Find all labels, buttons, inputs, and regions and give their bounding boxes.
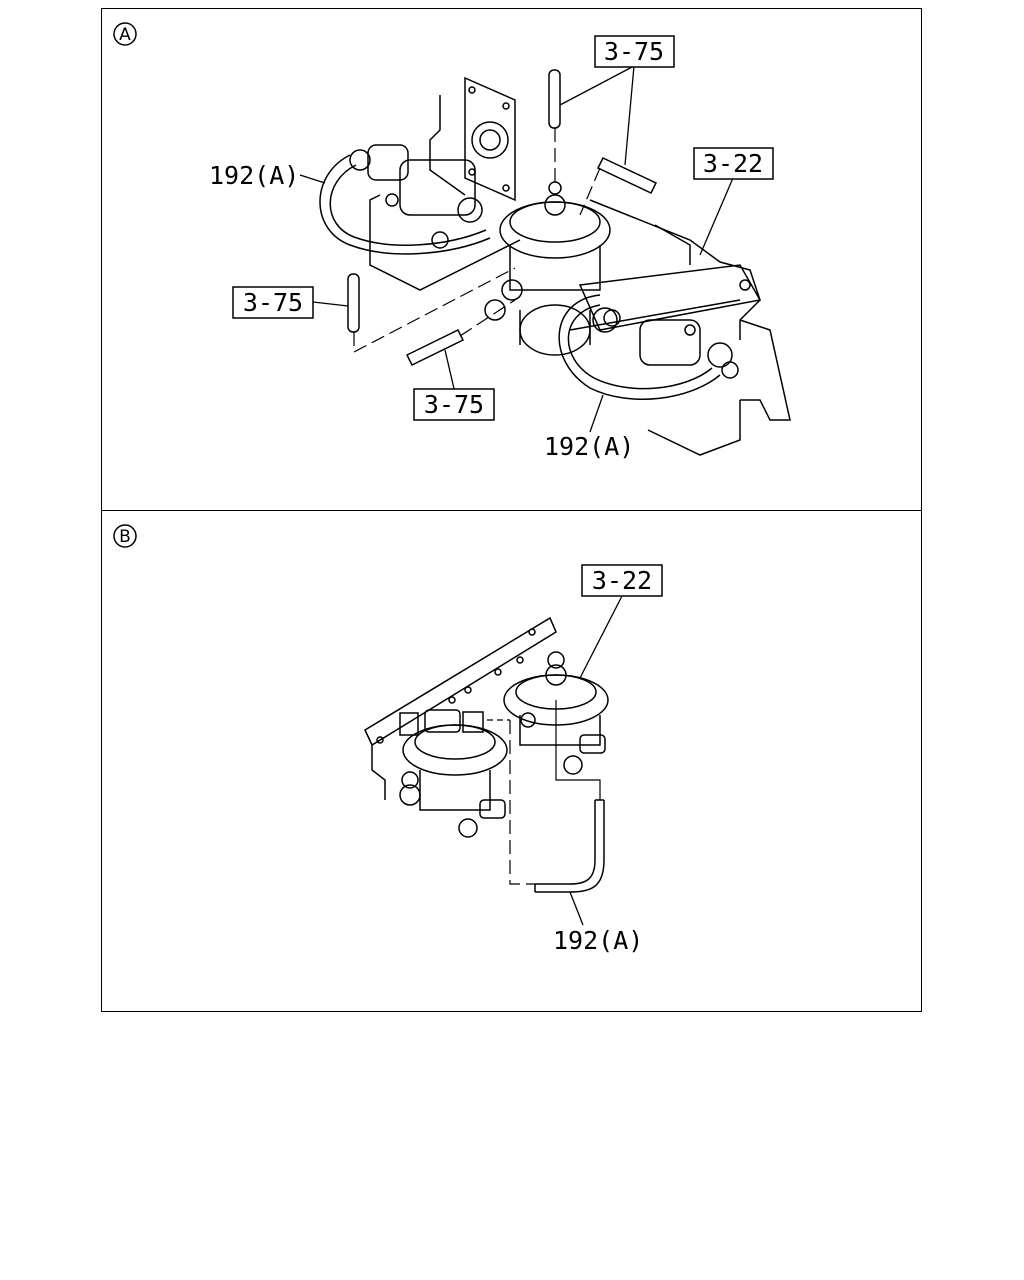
callout-3-75-bottom-text: 3-75	[424, 390, 484, 419]
pin-3-75-left	[347, 273, 360, 333]
frame-bracket	[369, 95, 791, 456]
callout-3-75-top: 3-75	[594, 35, 675, 68]
panel-b-leader-lines	[569, 595, 623, 926]
panel-b: B	[113, 524, 663, 955]
right-valve-assembly	[603, 279, 751, 379]
hose-192a-bottom	[558, 294, 721, 401]
panel-b-callout-3-22: 3-22	[581, 564, 663, 597]
callout-3-22: 3-22	[693, 147, 774, 180]
panel-a-marker: A	[113, 22, 137, 46]
panel-b-marker: B	[113, 524, 137, 548]
panel-a-marker-letter: A	[119, 25, 131, 45]
panel-b-marker-letter: B	[119, 527, 131, 547]
central-relay-valve	[484, 181, 618, 356]
callout-3-75-bottom: 3-75	[413, 388, 495, 421]
callout-3-22-text: 3-22	[703, 149, 763, 178]
panel-b-hose-192a	[534, 799, 605, 893]
callout-3-75-left: 3-75	[232, 286, 314, 319]
callout-3-75-top-text: 3-75	[604, 37, 664, 66]
pin-3-75-top	[548, 69, 561, 129]
bracket-plate	[464, 76, 516, 202]
leader-lines	[299, 65, 734, 433]
label-192a-bottom: 192(A)	[544, 432, 634, 461]
label-192a-left: 192(A)	[209, 161, 299, 190]
pin-3-75-right	[596, 157, 658, 194]
panel-b-frame	[101, 510, 922, 1012]
left-valve-assembly	[349, 144, 483, 249]
pin-3-75-bottom	[405, 328, 465, 367]
assembly-lines	[353, 128, 601, 353]
panel-a: A	[113, 22, 791, 461]
panel-b-callout-3-22-text: 3-22	[592, 566, 652, 595]
panel-b-label-192a: 192(A)	[553, 926, 643, 955]
callout-3-75-left-text: 3-75	[243, 288, 303, 317]
panel-b-bracket	[364, 616, 557, 800]
panel-b-assembly-lines	[487, 700, 601, 885]
panel-b-left-valve	[399, 709, 508, 838]
